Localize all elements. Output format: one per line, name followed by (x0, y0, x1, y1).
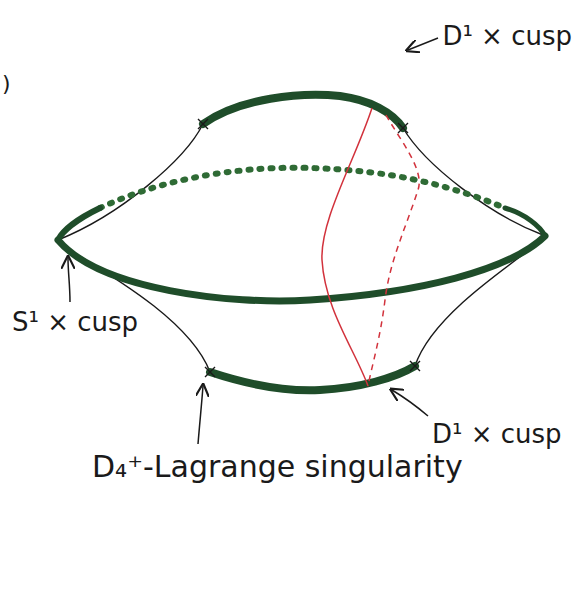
leader-arrows (68, 38, 438, 444)
stratum-label: D¹ × cusp (442, 22, 572, 51)
cusp-edge-right (505, 208, 545, 236)
singularity-label: D₄⁺-Lagrange singularity (92, 450, 463, 483)
cusp-arc-top (203, 95, 403, 128)
stratum-label: S¹ × cusp (12, 308, 138, 337)
cusp-edge-left (58, 208, 100, 240)
section-curve (322, 108, 372, 386)
cusp-arc-bottom (210, 366, 415, 390)
hidden-cusp-edge (100, 168, 505, 208)
singular-point-marks (198, 119, 420, 377)
stratum-label: D¹ × cusp (432, 420, 562, 449)
cusp-edge-front (58, 236, 545, 301)
hidden-section-curve (368, 115, 419, 386)
edge-fragment: ) (2, 72, 11, 96)
